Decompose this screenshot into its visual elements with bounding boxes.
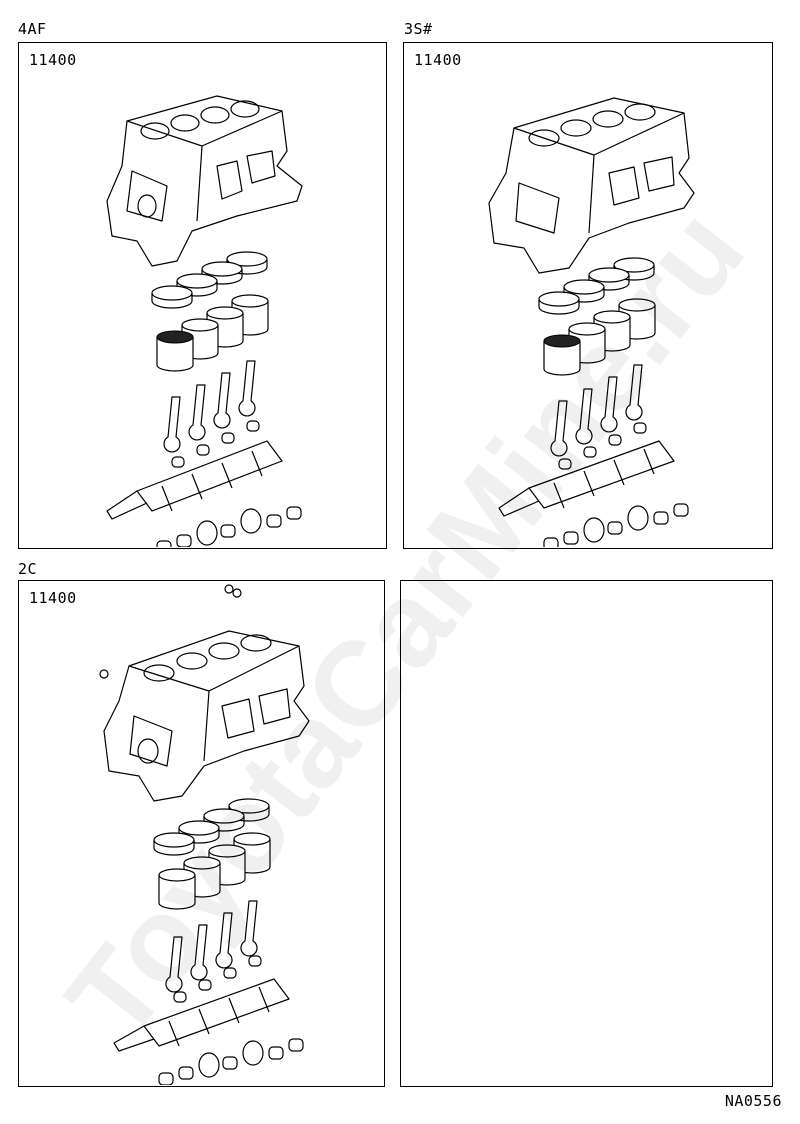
engine-illustration-icon <box>99 584 310 1085</box>
engine-label-3s: 3S# <box>404 20 433 38</box>
engine-illustration-icon <box>488 97 695 547</box>
engine-label-4af: 4AF <box>18 20 47 38</box>
part-number: 11400 <box>29 589 77 607</box>
panel-3s: 11400 <box>403 42 773 549</box>
panel-4af: 11400 <box>18 42 387 549</box>
engine-illustration-icon <box>106 95 303 547</box>
part-number: 11400 <box>414 51 462 69</box>
panel-empty <box>400 580 773 1087</box>
engine-label-2c: 2C <box>18 560 38 578</box>
panel-2c: 11400 <box>18 580 385 1087</box>
figure-code: NA0556 <box>724 1092 782 1110</box>
part-number: 11400 <box>29 51 77 69</box>
